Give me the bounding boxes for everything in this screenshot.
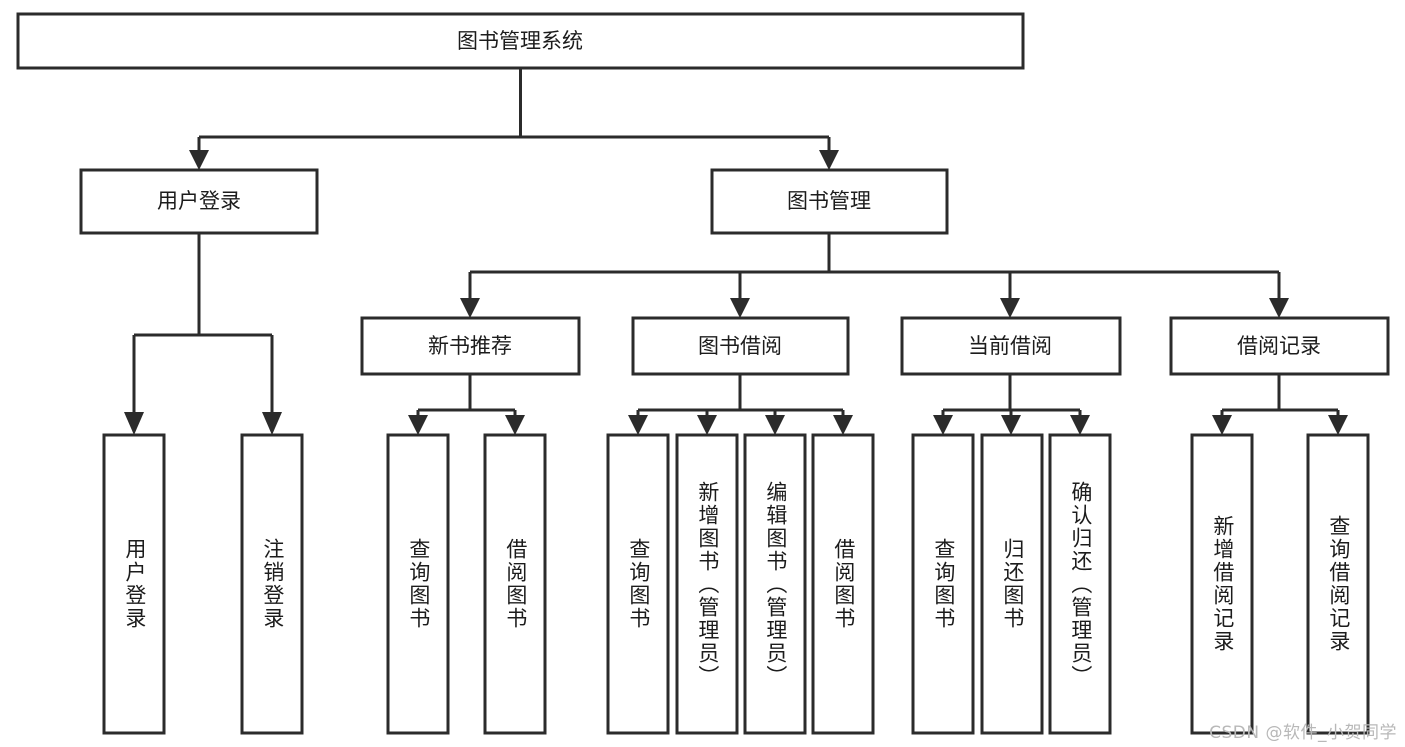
leaf-box[interactable]: [483, 433, 547, 735]
arrow-head-leaf-logout: [262, 412, 282, 435]
node-user-login-label: 用户登录: [157, 189, 241, 213]
arrow-head-leaf-borrow-book-1: [505, 415, 525, 435]
arrow-head-borrow-record: [1269, 298, 1289, 318]
leaf-box[interactable]: [743, 433, 807, 735]
arrow-head-leaf-borrow-book-2: [833, 415, 853, 435]
node-book-borrow[interactable]: 图书借阅: [631, 316, 850, 376]
leaf-box-group: [102, 433, 1370, 735]
connector-group-borrow-record: [1212, 374, 1348, 435]
arrow-head-leaf-confirm-return: [1070, 415, 1090, 435]
node-book-borrow-box[interactable]: [631, 316, 850, 376]
connector-group-user-login: [124, 233, 282, 435]
node-borrow-record[interactable]: 借阅记录: [1169, 316, 1390, 376]
node-book-manage-box[interactable]: [710, 168, 949, 235]
arrow-head-leaf-add-record: [1212, 415, 1232, 435]
arrow-head-book-manage: [819, 150, 839, 170]
leaf-box[interactable]: [811, 433, 875, 735]
connector-group-book-borrow: [628, 374, 853, 435]
connector-group-current-borrow: [933, 374, 1090, 435]
node-new-book-rec-box[interactable]: [360, 316, 581, 376]
node-user-login[interactable]: 用户登录: [79, 168, 319, 235]
node-book-manage-label: 图书管理: [787, 189, 871, 213]
leaf-box[interactable]: [606, 433, 670, 735]
leaf-box[interactable]: [386, 433, 450, 735]
node-root-box[interactable]: [16, 12, 1025, 70]
node-new-book-rec[interactable]: 新书推荐: [360, 316, 581, 376]
arrow-head-leaf-query-book-1: [408, 415, 428, 435]
node-root[interactable]: 图书管理系统: [16, 12, 1025, 70]
arrow-head-new-book-rec: [460, 298, 480, 318]
leaf-box[interactable]: [675, 433, 739, 735]
connector-group-book-manage: [460, 233, 1289, 318]
arrow-head-user-login: [189, 150, 209, 170]
watermark-text: CSDN @软件_小贺同学: [1209, 723, 1397, 743]
node-current-borrow[interactable]: 当前借阅: [900, 316, 1122, 376]
arrow-head-leaf-user-login: [124, 412, 144, 435]
node-book-manage[interactable]: 图书管理: [710, 168, 949, 235]
arrow-head-current-borrow: [1000, 298, 1020, 318]
leaf-box[interactable]: [240, 433, 304, 735]
arrow-head-leaf-edit-book: [765, 415, 785, 435]
node-borrow-record-label: 借阅记录: [1237, 334, 1321, 358]
leaf-box[interactable]: [980, 433, 1044, 735]
node-user-login-box[interactable]: [79, 168, 319, 235]
connector-group-new-book-rec: [408, 374, 525, 435]
leaf-box[interactable]: [1306, 433, 1370, 735]
node-current-borrow-label: 当前借阅: [968, 334, 1052, 358]
arrow-head-leaf-add-book: [697, 415, 717, 435]
node-new-book-rec-label: 新书推荐: [428, 334, 512, 358]
leaf-box[interactable]: [1190, 433, 1254, 735]
arrow-head-leaf-return-book: [1001, 415, 1021, 435]
leaf-box[interactable]: [102, 433, 166, 735]
leaf-box[interactable]: [1048, 433, 1112, 735]
arrow-head-leaf-query-book-2: [628, 415, 648, 435]
leaf-box[interactable]: [911, 433, 975, 735]
arrow-head-book-borrow: [730, 298, 750, 318]
arrow-head-leaf-query-record: [1328, 415, 1348, 435]
arrow-head-leaf-query-book-3: [933, 415, 953, 435]
node-borrow-record-box[interactable]: [1169, 316, 1390, 376]
connector-group-root: [189, 68, 839, 170]
node-current-borrow-box[interactable]: [900, 316, 1122, 376]
node-book-borrow-label: 图书借阅: [698, 334, 782, 358]
node-root-label: 图书管理系统: [457, 29, 583, 53]
